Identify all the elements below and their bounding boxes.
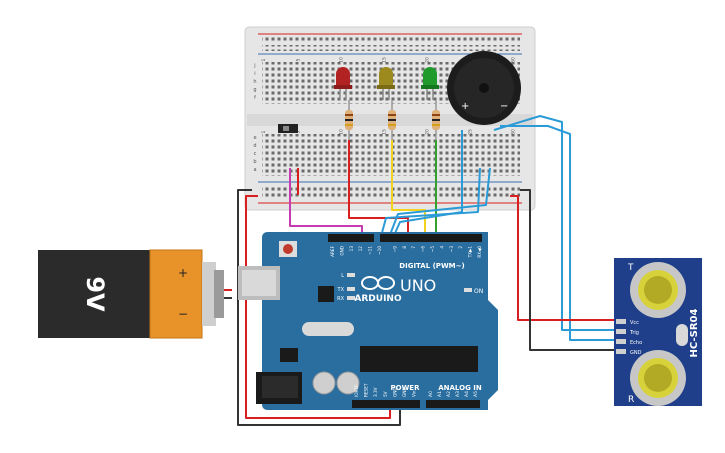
piezo-buzzer: + − — [447, 51, 521, 125]
digital-pin-label: GND — [339, 246, 344, 256]
power-header-label: POWER — [391, 384, 421, 392]
breadboard-column-label: 15 — [381, 57, 387, 63]
breadboard-row-label: f — [254, 95, 256, 101]
breadboard-column-label: 1 — [261, 58, 267, 61]
breadboard-column-label: 15 — [381, 129, 387, 135]
digital-pin-label: TX▶1 — [468, 246, 473, 259]
power-pin-label: Vin — [412, 390, 417, 397]
breadboard-row-label: c — [254, 151, 257, 157]
breadboard-row-label: g — [253, 87, 256, 93]
breadboard-column-label: 30 — [510, 57, 516, 63]
digital-pin-label: ~10 — [377, 246, 382, 255]
sensor-pin-label: Echo — [630, 340, 642, 346]
analog-pin-label: A4 — [464, 391, 470, 397]
breadboard-row-label: i — [254, 71, 255, 77]
sensor-model: HC-SR04 — [689, 309, 700, 358]
resistor-3 — [432, 100, 440, 140]
digital-pin-labels: AREF GND 13 12 ~11 ~10 ~9 8 7 ~6 ~5 4 ~3 2 TX▶1 RX◀0 — [330, 245, 482, 258]
breadboard-row-label: h — [253, 79, 256, 85]
analog-pin-label: A0 — [428, 391, 434, 397]
analog-pin-label: A2 — [446, 391, 452, 397]
digital-pin-label: ~9 — [392, 246, 397, 253]
led-green — [421, 67, 439, 100]
breadboard-row-label: j — [253, 63, 255, 69]
breadboard-column-label: 10 — [338, 57, 344, 63]
digital-pin-label: 8 — [402, 246, 407, 249]
buzzer-minus-label: − — [500, 101, 508, 112]
digital-pin-label: 12 — [358, 246, 363, 252]
breadboard-column-label: 1 — [261, 130, 267, 133]
breadboard-column-label: 30 — [510, 129, 516, 135]
power-pin-label: RESET — [364, 383, 369, 397]
digital-pin-label: ~11 — [368, 246, 373, 255]
power-pin-label: GND — [402, 387, 407, 397]
sensor-t-label: T — [627, 263, 634, 273]
wires — [222, 115, 614, 426]
power-pin-label: 5V — [383, 391, 388, 397]
sensor-pin — [616, 349, 626, 354]
breadboard-column-label: 20 — [424, 57, 430, 63]
digital-pin-label: 2 — [458, 246, 463, 249]
arduino-model: UNO — [400, 276, 436, 295]
led-yellow — [377, 67, 395, 100]
analog-header-label: ANALOG IN — [438, 384, 482, 392]
analog-pin-label: A5 — [473, 391, 479, 397]
on-led-label: ON — [474, 288, 483, 295]
analog-pin-label: A3 — [455, 391, 461, 397]
digital-pin-label: ~5 — [430, 246, 435, 253]
led-l-label: L — [341, 273, 344, 279]
digital-pin-label: RX◀0 — [477, 246, 482, 258]
arduino-uno: AREF GND 13 12 ~11 ~10 ~9 8 7 ~6 ~5 4 ~3 2 TX▶1 RX◀0 IO… — [238, 232, 498, 410]
breadboard-column-label: 20 — [424, 129, 430, 135]
buzzer-plus-label: + — [461, 101, 469, 112]
digital-pin-label: 7 — [411, 246, 416, 249]
sensor-pin — [616, 319, 626, 324]
sensor-r-label: R — [628, 395, 634, 405]
slide-switch[interactable] — [278, 124, 298, 133]
led-tx-label: TX — [337, 287, 345, 293]
breadboard-row-label: d — [253, 143, 256, 149]
digital-pin-label: 13 — [349, 246, 354, 252]
breadboard-column-label: 10 — [338, 129, 344, 135]
reset-button[interactable] — [279, 241, 297, 257]
sensor-pin-label: Vcc — [630, 320, 639, 326]
breadboard-row-label: a — [253, 167, 256, 173]
breadboard-column-label: 5 — [295, 130, 301, 133]
digital-header-label: DIGITAL (PWM~) — [399, 262, 464, 270]
sensor-pin-label: GND — [630, 350, 642, 356]
battery-9v: 9V + − — [38, 249, 224, 339]
breadboard-row-label: e — [253, 135, 256, 141]
battery-label: 9V — [81, 276, 109, 312]
resistor-1 — [345, 100, 353, 140]
sensor-pin — [616, 329, 626, 334]
digital-pin-label: ~6 — [421, 246, 426, 253]
breadboard-row-label: b — [253, 159, 256, 165]
power-pin-label: GND — [392, 387, 397, 397]
arduino-logo — [361, 276, 395, 290]
digital-pin-label: AREF — [330, 245, 335, 256]
sensor-pin — [616, 339, 626, 344]
battery-minus-label: − — [178, 307, 188, 321]
breadboard-column-label: 5 — [295, 58, 301, 61]
power-pin-label: IOREF — [354, 384, 359, 397]
led-red — [334, 67, 352, 100]
resistor-2 — [388, 100, 396, 140]
led-rx-label: RX — [337, 296, 344, 302]
arduino-brand: ARDUINO — [354, 294, 402, 304]
breadboard-column-label: 25 — [467, 129, 473, 135]
digital-pin-label: ~3 — [449, 246, 454, 253]
battery-plus-label: + — [178, 266, 188, 280]
analog-pin-label: A1 — [437, 391, 443, 397]
power-pin-labels: IOREF RESET 3.3V 5V GND GND Vin — [354, 383, 417, 397]
sensor-pin-label: Trig — [629, 330, 639, 336]
digital-pin-label: 4 — [439, 246, 444, 249]
power-pin-label: 3.3V — [373, 387, 378, 397]
